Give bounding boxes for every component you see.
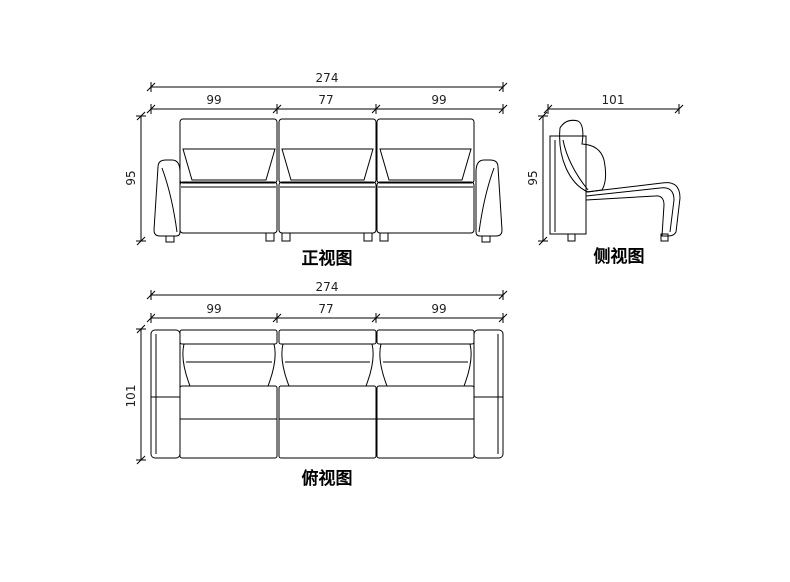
top-dim-middle-label: 77 [318, 302, 333, 316]
top-dim-right-label: 99 [431, 302, 446, 316]
front-sofa [153, 118, 503, 243]
front-dim-overall-label: 274 [316, 71, 339, 85]
front-dim-height: 95 [124, 111, 146, 246]
top-dim-depth-label: 101 [124, 385, 138, 408]
top-view: 274 99 77 99 101 [124, 280, 508, 489]
front-dim-overall: 274 [146, 71, 508, 92]
top-view-caption: 俯视图 [302, 468, 353, 489]
top-dim-depth: 101 [124, 324, 146, 465]
front-view-caption: 正视图 [302, 248, 353, 269]
front-dim-middle-label: 77 [318, 93, 333, 107]
front-dim-left-label: 99 [206, 93, 221, 107]
top-sofa [150, 329, 504, 459]
top-dim-overall-label: 274 [316, 280, 339, 294]
front-dim-right-label: 99 [431, 93, 446, 107]
top-dim-left-label: 99 [206, 302, 221, 316]
side-dim-height: 95 [526, 111, 548, 246]
side-dim-height-label: 95 [526, 170, 540, 185]
side-view: 101 95 侧视图 [526, 93, 684, 267]
front-dim-segments: 99 77 99 [146, 93, 508, 114]
side-dim-depth-label: 101 [602, 93, 625, 107]
top-dim-overall: 274 [146, 280, 508, 300]
side-dim-depth: 101 [543, 93, 684, 114]
front-dim-height-label: 95 [124, 170, 138, 185]
front-view: 274 99 77 99 95 [124, 71, 508, 269]
side-sofa [549, 119, 681, 242]
side-view-caption: 侧视图 [594, 246, 645, 267]
top-dim-segments: 99 77 99 [146, 302, 508, 323]
